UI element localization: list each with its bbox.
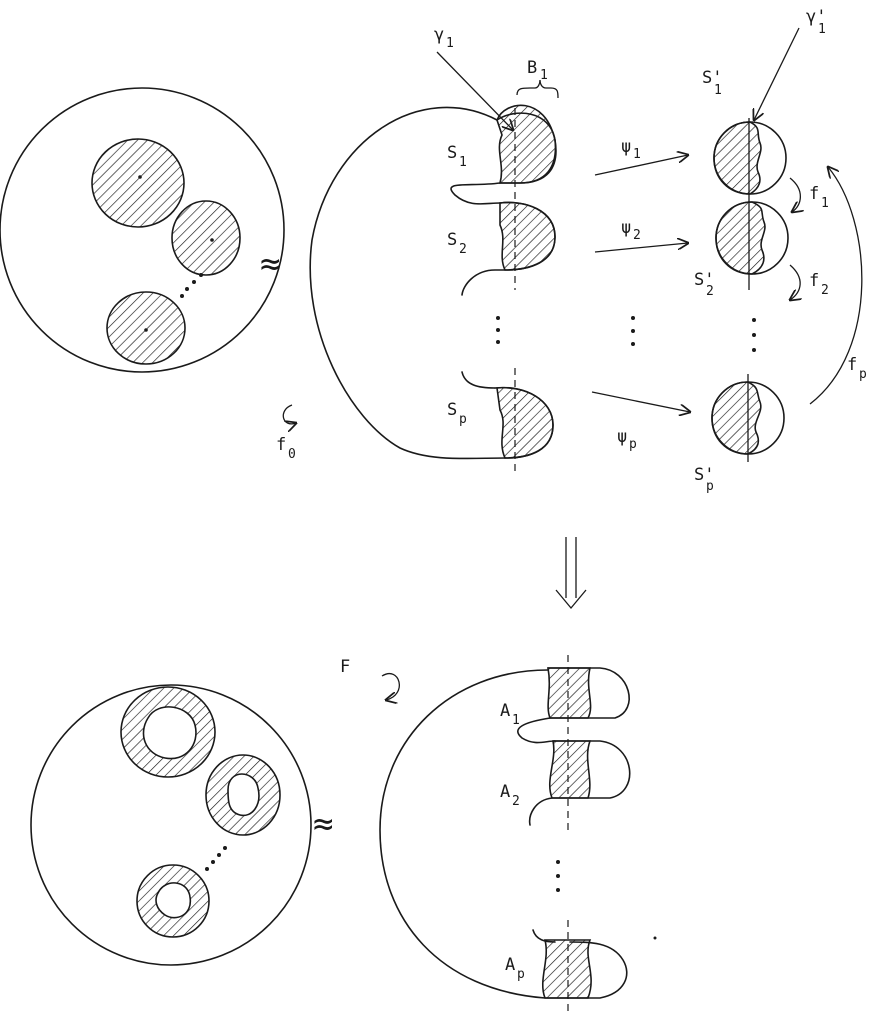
disk-mid-hatched-region	[171, 200, 241, 276]
gamma-prime-arrow	[754, 27, 800, 120]
bottom-left-disk	[30, 684, 312, 966]
label-gamma-prime-sub: 1	[818, 22, 826, 37]
fp-arrow	[809, 167, 863, 405]
label-f2: f	[809, 271, 819, 291]
label-A1: A	[500, 701, 510, 721]
top-surface-with-fingers	[309, 104, 557, 475]
label-Sp-sub: p	[459, 412, 467, 427]
label-S1prime-sub: 1	[714, 83, 722, 98]
right-disk-s1prime	[713, 121, 787, 195]
label-psip-sub: p	[629, 437, 637, 452]
label-Ap-sub: p	[517, 967, 525, 982]
label-gamma: γ	[434, 25, 444, 45]
label-S2-sub: 2	[459, 242, 467, 257]
label-F: F	[340, 657, 350, 677]
label-A2: A	[500, 782, 510, 802]
label-f1-sub: 1	[821, 196, 829, 211]
psi2-arrow	[594, 243, 688, 253]
f0-rotation-arrow	[282, 404, 296, 424]
finger-s2-hatched	[499, 201, 556, 271]
label-Spprime: S'	[694, 465, 714, 485]
bottom-surface-with-fingers	[379, 655, 631, 1012]
ellipsis-dots-top-disk	[180, 273, 203, 298]
label-psi1: ψ	[621, 137, 631, 157]
label-A2-sub: 2	[512, 794, 520, 809]
approx-sign-top: ≈	[260, 244, 280, 284]
implies-double-arrow	[555, 537, 587, 610]
label-f2-sub: 2	[821, 283, 829, 298]
b1-brace	[516, 79, 559, 99]
f2-arrow	[790, 264, 800, 300]
disk-top-hatched-region	[91, 138, 185, 228]
label-S2prime-sub: 2	[706, 284, 714, 299]
gamma-arrow	[436, 51, 513, 130]
label-fp: f	[847, 355, 857, 375]
f1-arrow	[790, 177, 800, 212]
F-rotation-arrow	[381, 673, 400, 700]
label-A1-sub: 1	[512, 713, 520, 728]
label-fp-sub: p	[859, 367, 867, 382]
label-gamma-sub: 1	[446, 36, 454, 51]
ellipsis-dots-bottom-disk	[205, 846, 227, 871]
label-S1-sub: 1	[459, 155, 467, 170]
psip-arrow	[591, 391, 690, 412]
right-disk-s2prime	[715, 201, 789, 275]
label-psi1-sub: 1	[633, 147, 641, 162]
label-gamma-prime: γ'	[806, 7, 826, 27]
label-S2prime: S'	[694, 270, 714, 290]
finger-s1-hatched	[496, 104, 557, 184]
label-S2: S	[447, 230, 457, 250]
label-psi2-sub: 2	[633, 228, 641, 243]
label-f0: f	[276, 435, 286, 455]
label-Sp: S	[447, 400, 457, 420]
label-f0-sub: 0	[288, 447, 296, 462]
label-Ap: A	[505, 955, 515, 975]
label-S1: S	[447, 143, 457, 163]
label-psip: ψ	[617, 427, 627, 447]
psi1-arrow	[594, 155, 688, 176]
top-left-disk	[0, 87, 285, 373]
label-f1: f	[809, 184, 819, 204]
finger-sp-hatched	[496, 386, 554, 459]
approx-sign-bottom: ≈	[313, 804, 333, 844]
label-psi2: ψ	[621, 218, 631, 238]
label-Spprime-sub: p	[706, 479, 714, 494]
label-S1prime: S'	[702, 68, 722, 88]
label-B-sub: 1	[540, 68, 548, 83]
label-B: B	[527, 58, 537, 78]
disk-bottom-hatched-region	[106, 291, 186, 365]
